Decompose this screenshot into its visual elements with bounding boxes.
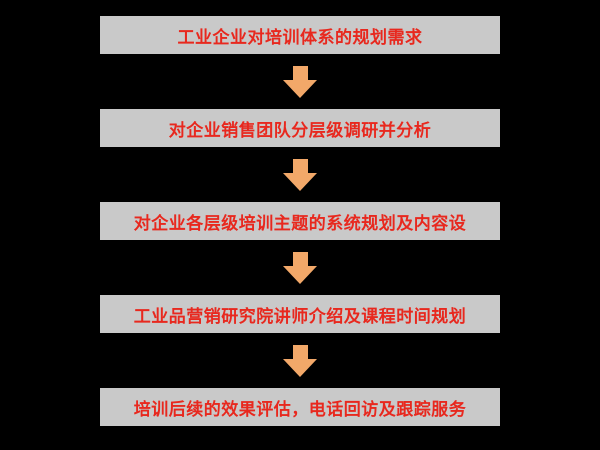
down-arrow-head (283, 172, 317, 191)
down-arrow-icon (283, 54, 317, 109)
down-arrow-stem (292, 158, 308, 173)
flow-step-3-label: 对企业各层级培训主题的系统规划及内容设 (133, 213, 467, 234)
down-arrow-stem (292, 65, 308, 80)
flow-step-2-label: 对企业销售团队分层级调研并分析 (168, 120, 432, 141)
down-arrow-head (283, 79, 317, 98)
flow-step-2: 对企业销售团队分层级调研并分析 (100, 109, 500, 147)
flow-step-4: 工业品营销研究院讲师介绍及课程时间规划 (100, 295, 500, 333)
flow-step-3: 对企业各层级培训主题的系统规划及内容设 (100, 202, 500, 240)
flow-step-5-label: 培训后续的效果评估，电话回访及跟踪服务 (133, 399, 467, 420)
flow-step-1: 工业企业对培训体系的规划需求 (100, 16, 500, 54)
flow-step-5: 培训后续的效果评估，电话回访及跟踪服务 (100, 388, 500, 426)
flow-step-1-label: 工业企业对培训体系的规划需求 (177, 27, 423, 48)
down-arrow-icon (283, 240, 317, 295)
down-arrow-head (283, 265, 317, 284)
down-arrow-icon (283, 147, 317, 202)
down-arrow-head (283, 358, 317, 377)
down-arrow-stem (292, 251, 308, 266)
flow-step-4-label: 工业品营销研究院讲师介绍及课程时间规划 (133, 306, 467, 327)
down-arrow-stem (292, 344, 308, 359)
down-arrow-icon (283, 333, 317, 388)
